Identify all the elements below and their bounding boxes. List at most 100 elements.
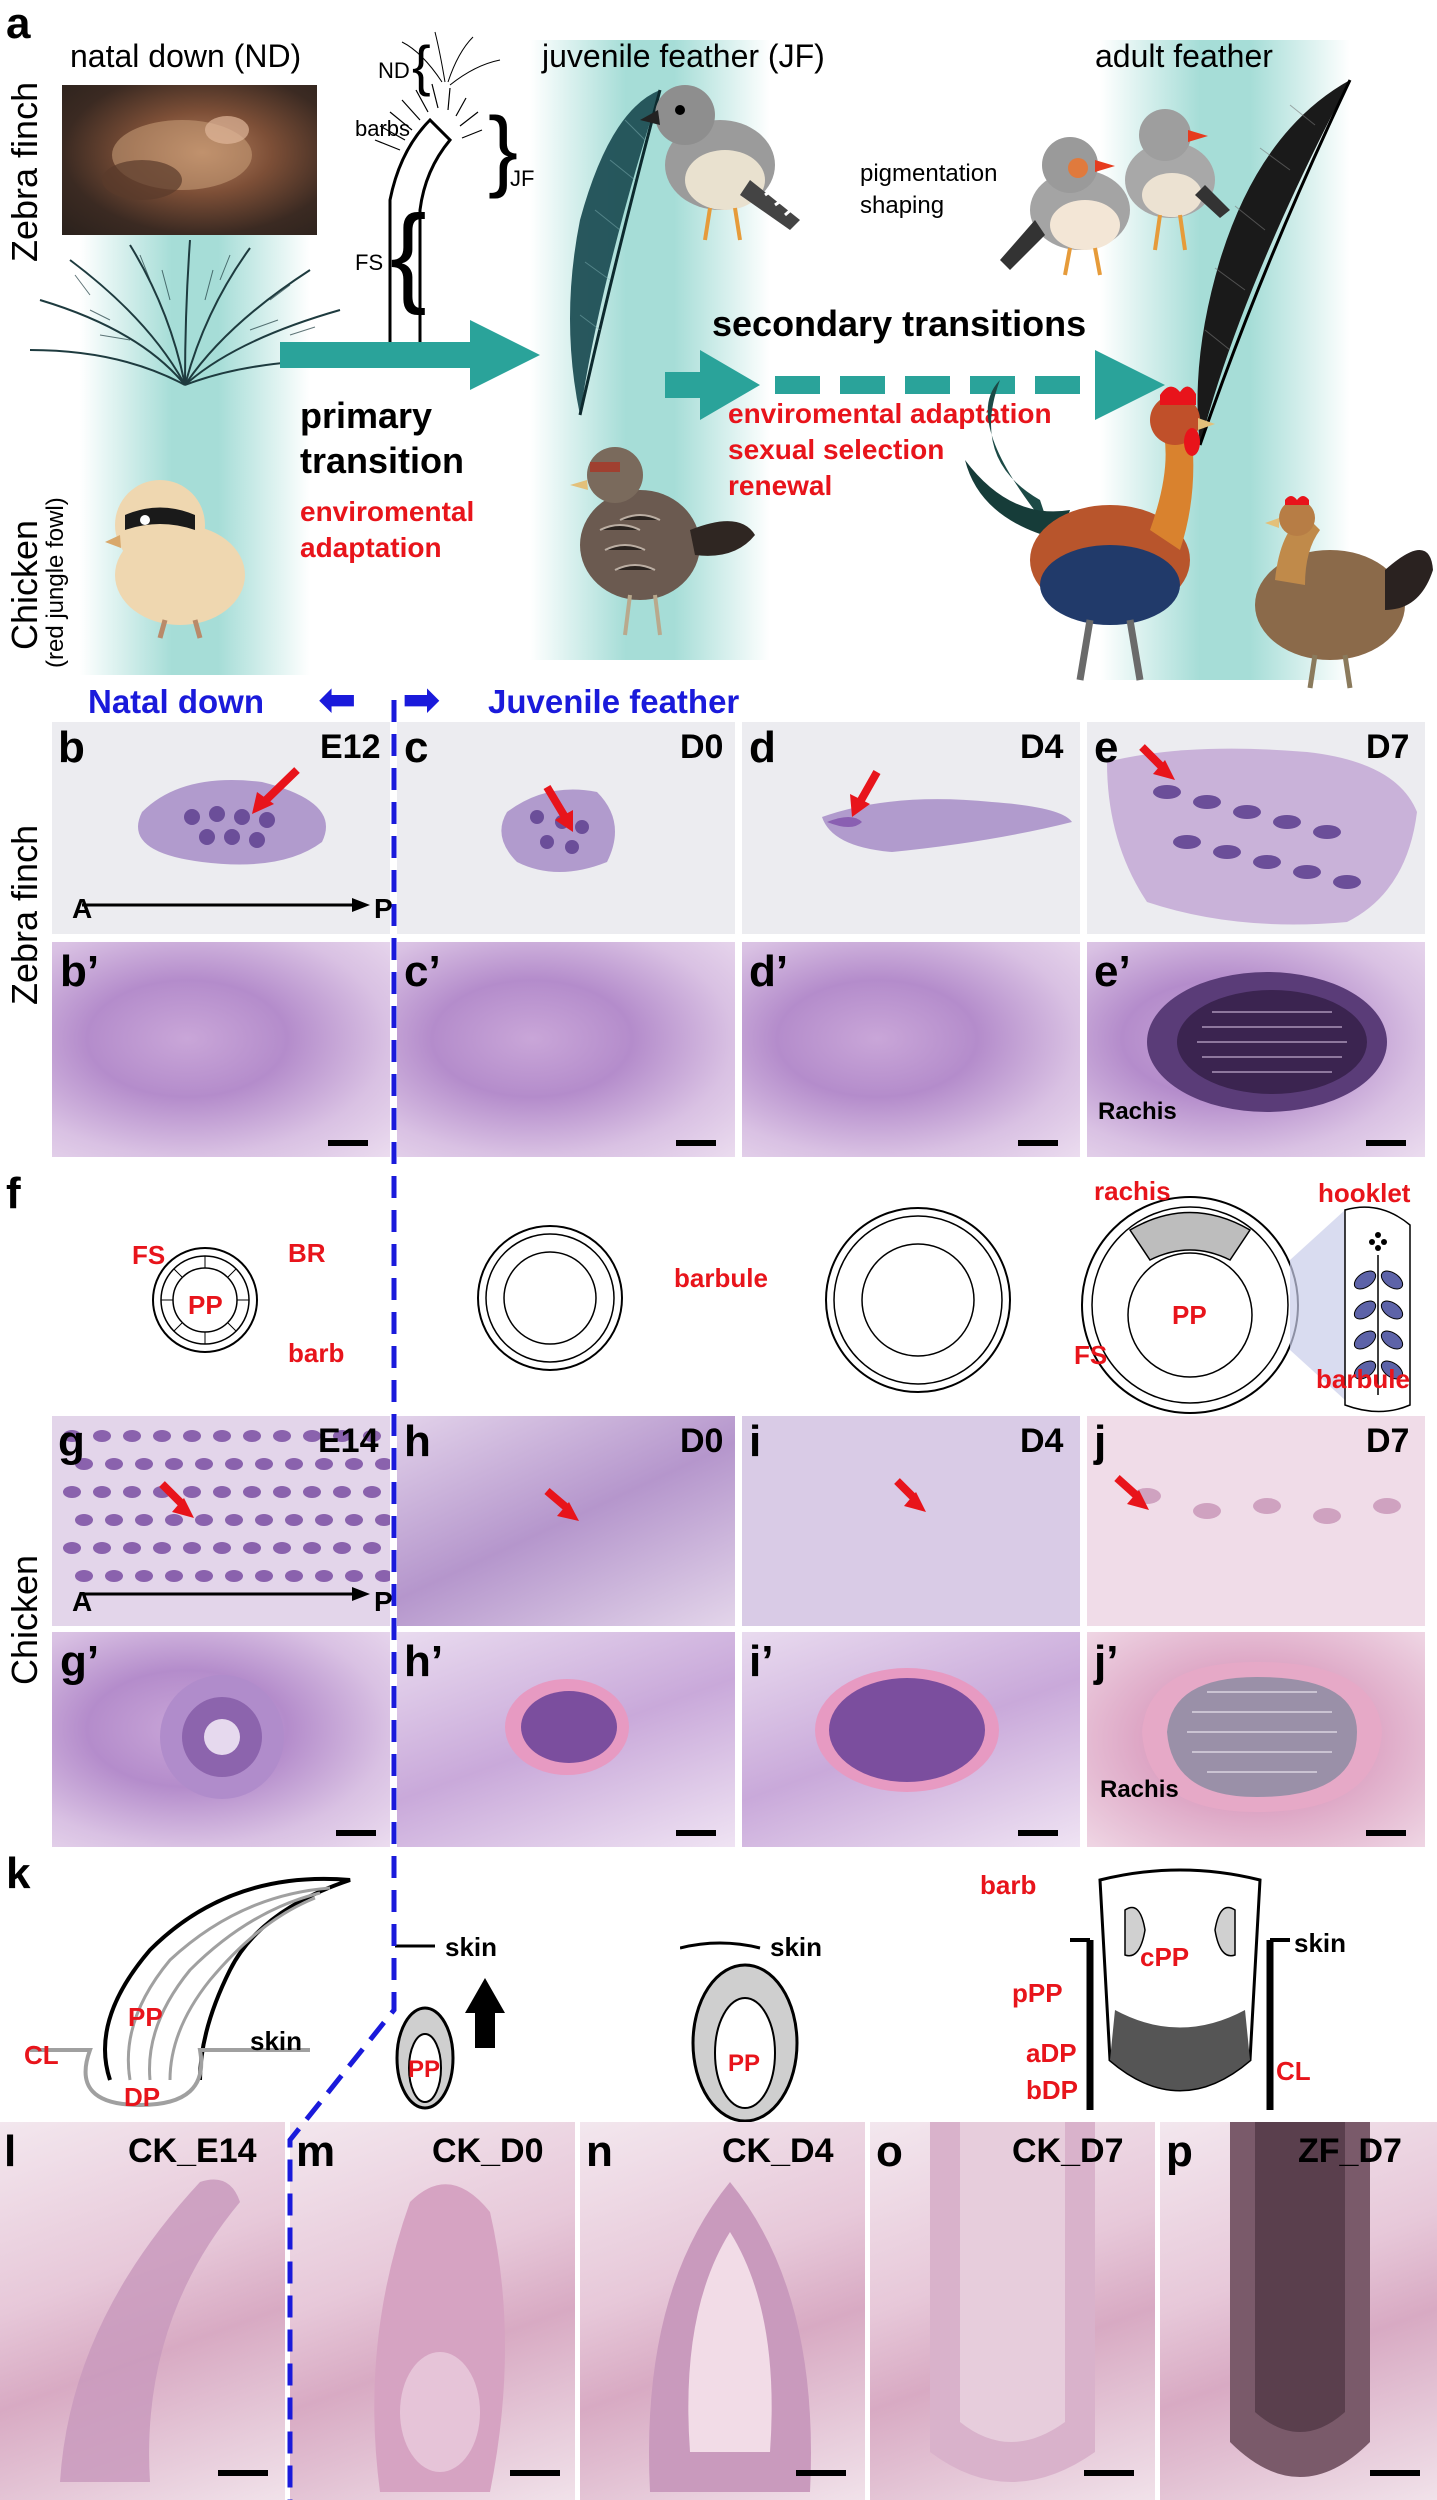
- follicle-dot: [225, 1570, 243, 1582]
- panel-letter-i: i: [749, 1417, 762, 1466]
- follicle-dot: [333, 1486, 351, 1498]
- follicle-dot: [75, 1514, 93, 1526]
- scalebar-c2: [676, 1140, 716, 1146]
- stage-h: D0: [680, 1422, 724, 1460]
- label-zebra-finch: Zebra finch: [4, 81, 45, 262]
- follicle-dot: [105, 1458, 123, 1470]
- label-chicken: Chicken: [4, 519, 45, 650]
- diagram-label-nd: ND: [378, 58, 410, 83]
- natal-down-arrow-icon: ⬅: [318, 673, 357, 725]
- follicle-dot: [303, 1430, 321, 1442]
- follicle-dot: [315, 1514, 333, 1526]
- follicle-dot: [255, 1514, 273, 1526]
- panel-e-image: [1087, 722, 1425, 934]
- secondary-reason-1: enviromental adaptation: [728, 398, 1052, 429]
- scalebar-e2: [1366, 1140, 1406, 1146]
- panel-letter-b2: b’: [60, 947, 100, 996]
- diagram-label-jf: JF: [510, 166, 535, 191]
- follicle-dot: [375, 1514, 390, 1526]
- panel-letter-o: o: [876, 2127, 903, 2176]
- rachis-label-ck: Rachis: [1100, 1776, 1179, 1803]
- panel-d-image: [742, 722, 1080, 934]
- follicle-dot: [285, 1458, 303, 1470]
- f-label-br: BR: [288, 1238, 326, 1268]
- follicle-dot: [195, 1514, 213, 1526]
- scalebar-l: [218, 2470, 268, 2476]
- scalebar-d2: [1018, 1140, 1058, 1146]
- follicle-dot: [213, 1430, 231, 1442]
- panel-letter-g: g: [58, 1417, 85, 1466]
- follicle-dot: [333, 1542, 351, 1554]
- follicle-d0-diagram-icon: [395, 1944, 505, 2110]
- follicle-dot: [63, 1542, 81, 1554]
- f-label-pp: PP: [188, 1290, 223, 1320]
- tissue-d: [822, 770, 1072, 852]
- follicle-dot: [285, 1570, 303, 1582]
- chick-photo-detail: [102, 116, 252, 200]
- adult-zebra-finches-icon: [1000, 109, 1230, 276]
- follicle-dot: [315, 1458, 333, 1470]
- cross-section-d7-icon: [1081, 1196, 1411, 1414]
- tissue-g: [63, 1430, 390, 1601]
- follicle-dot: [93, 1542, 111, 1554]
- follicle-l: [60, 2179, 240, 2482]
- follicle-dot: [225, 1458, 243, 1470]
- label-chicken-sub: (red jungle fowl): [42, 497, 69, 668]
- f-label-hooklet: hooklet: [1318, 1178, 1411, 1208]
- panel-letter-f: f: [6, 1169, 21, 1218]
- label-ck-d7: CK_D7: [1012, 2132, 1124, 2170]
- panel-p-image: [1160, 2122, 1437, 2500]
- follicle-dot: [105, 1514, 123, 1526]
- follicle-dot: [165, 1570, 183, 1582]
- cross-section-natal-icon: [152, 1247, 258, 1353]
- follicle-dot: [243, 1430, 261, 1442]
- rachis-zf-section: [1147, 972, 1387, 1112]
- k-label-cl: CL: [1276, 2056, 1311, 2086]
- follicle-dot: [333, 1430, 351, 1442]
- rooster-icon: [965, 380, 1215, 681]
- panel-letter-n: n: [586, 2127, 613, 2176]
- panel-g-image: [52, 1416, 390, 1626]
- panel-letter-i2: i’: [749, 1637, 774, 1686]
- natal-chick-icon: [105, 480, 245, 639]
- follicle-dot: [243, 1542, 261, 1554]
- follicle-d4-diagram-icon: [680, 1941, 799, 2123]
- follicle-d7-diagram-icon: [1070, 1868, 1290, 2110]
- scalebar-o: [1084, 2470, 1134, 2476]
- k-label-skin3: skin: [770, 1932, 823, 1962]
- pigmentation-label: pigmentation: [860, 160, 998, 187]
- panel-o-image: [870, 2122, 1155, 2500]
- follicle-dot: [195, 1570, 213, 1582]
- k-label-barb: barb: [980, 1870, 1037, 1900]
- follicle-h2: [505, 1679, 629, 1775]
- juvenile-chicken-icon: [570, 447, 755, 636]
- tissue-c: [501, 784, 615, 872]
- axis-a-zf: A: [72, 893, 93, 924]
- k-label-skin1: skin: [250, 2026, 303, 2056]
- follicle-dot: [135, 1570, 153, 1582]
- follicle-dot: [225, 1514, 243, 1526]
- axis-p-zf: P: [374, 893, 393, 924]
- scalebar-g2: [336, 1830, 376, 1836]
- natal-juvenile-divider-line: [287, 700, 397, 2500]
- tissue-j: [1114, 1475, 1401, 1524]
- shaping-label: shaping: [860, 192, 945, 219]
- juvenile-feather-header: Juvenile feather: [488, 683, 740, 720]
- axis-p-ck: P: [374, 1586, 393, 1617]
- follicle-dot: [345, 1458, 363, 1470]
- follicle-dot: [255, 1570, 273, 1582]
- follicle-dot: [165, 1514, 183, 1526]
- follicle-dot: [75, 1458, 93, 1470]
- panel-letter-e: e: [1094, 723, 1119, 772]
- label-ck-d0: CK_D0: [432, 2132, 544, 2170]
- k-label-cl1: CL: [24, 2040, 59, 2070]
- panel-h2-image: [397, 1632, 735, 1847]
- diagram-brace-jf: }: [488, 100, 519, 200]
- title-adult-feather: adult feather: [1095, 38, 1273, 74]
- follicle-p: [1230, 2122, 1370, 2477]
- follicle-dot: [123, 1542, 141, 1554]
- f-label-fs-right: FS: [1074, 1340, 1108, 1370]
- panel-letter-k: k: [6, 1849, 31, 1898]
- cross-section-d4-icon: [825, 1207, 1011, 1393]
- secondary-transitions-label: secondary transitions: [712, 303, 1087, 344]
